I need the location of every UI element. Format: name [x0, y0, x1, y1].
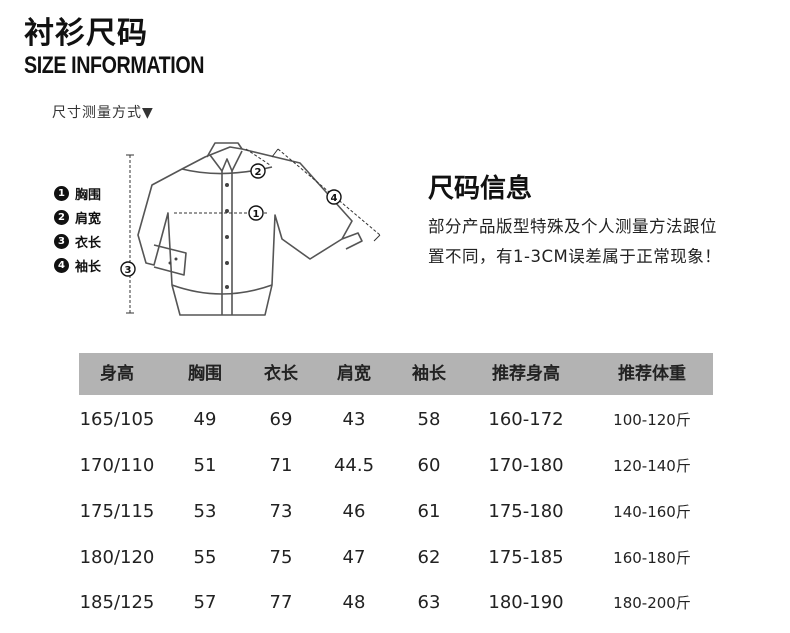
page-subtitle: SIZE INFORMATION — [24, 52, 205, 79]
cell-chest: 49 — [193, 409, 217, 430]
cell-rec-weight: 180-200斤 — [613, 594, 691, 612]
header-cell-shoulder: 肩宽 — [337, 364, 371, 384]
cell-chest: 55 — [193, 547, 217, 568]
cell-length: 77 — [269, 592, 293, 613]
cell-chest: 57 — [193, 592, 217, 613]
cell-rec-weight: 120-140斤 — [613, 457, 691, 475]
size-table-header: 身高 胸围 衣长 肩宽 袖长 推荐身高 推荐体重 — [79, 353, 713, 395]
cell-rec-weight: 100-120斤 — [613, 411, 691, 429]
marker-2-ring — [250, 163, 266, 179]
legend-label: 肩宽 — [75, 211, 102, 227]
legend-label: 胸围 — [75, 187, 102, 203]
cell-chest: 51 — [193, 455, 217, 476]
cell-shoulder: 46 — [342, 501, 366, 522]
legend-label: 袖长 — [75, 259, 102, 275]
measurement-method-label: 尺寸测量方式▼ — [52, 105, 154, 121]
shirt-outline — [137, 142, 363, 316]
marker-sleeve: 4 — [331, 193, 338, 204]
cell-rec-height: 175-180 — [488, 501, 564, 522]
marker-1-ring — [248, 205, 264, 221]
marker-4-ring — [326, 189, 342, 205]
legend-number-badge: 2 — [54, 209, 69, 225]
marker-length: 3 — [125, 265, 132, 276]
cell-sleeve: 60 — [417, 455, 441, 476]
cell-rec-height: 160-172 — [488, 409, 564, 430]
page-title: 衬衫尺码 — [24, 16, 148, 51]
diagram-markers: 3 1 2 4 — [120, 163, 342, 277]
cell-size: 165/105 — [79, 409, 155, 430]
cell-shoulder: 48 — [342, 592, 366, 613]
cell-size: 170/110 — [79, 455, 155, 476]
cell-shoulder: 44.5 — [333, 455, 375, 476]
cell-rec-weight: 160-180斤 — [613, 549, 691, 567]
table-row: 165/105 49 69 43 58 160-172 100-120斤 — [79, 405, 713, 435]
cell-sleeve: 58 — [417, 409, 441, 430]
cell-sleeve: 61 — [417, 501, 441, 522]
header-cell-sleeve: 袖长 — [412, 364, 446, 384]
measurement-legend: 1 胸围 2 肩宽 3 衣长 4 袖长 — [54, 181, 101, 277]
marker-shoulder: 2 — [255, 167, 262, 178]
cell-length: 73 — [269, 501, 293, 522]
table-row: 170/110 51 71 44.5 60 170-180 120-140斤 — [79, 451, 713, 481]
header-cell-rec-height: 推荐身高 — [492, 364, 560, 384]
table-row: 175/115 53 73 46 61 175-180 140-160斤 — [79, 497, 713, 527]
legend-item-chest: 1 胸围 — [54, 181, 101, 205]
cell-size: 185/125 — [79, 592, 155, 613]
table-row: 185/125 57 77 48 63 180-190 180-200斤 — [79, 588, 713, 618]
legend-number-badge: 4 — [54, 257, 69, 273]
marker-chest: 1 — [253, 209, 260, 220]
header-cell-length: 衣长 — [264, 364, 298, 384]
cell-sleeve: 62 — [417, 547, 441, 568]
cell-length: 69 — [269, 409, 293, 430]
shirt-buttons — [168, 183, 229, 289]
cell-size: 180/120 — [79, 547, 155, 568]
cell-size: 175/115 — [79, 501, 155, 522]
cell-rec-height: 175-185 — [488, 547, 564, 568]
legend-label: 衣长 — [75, 235, 102, 251]
cell-shoulder: 43 — [342, 409, 366, 430]
legend-item-shoulder: 2 肩宽 — [54, 205, 101, 229]
marker-3-ring — [120, 261, 136, 277]
legend-item-sleeve: 4 袖长 — [54, 253, 101, 277]
cell-rec-height: 180-190 — [488, 592, 564, 613]
legend-number-badge: 3 — [54, 233, 69, 249]
legend-number-badge: 1 — [54, 185, 69, 201]
header-cell-height: 身高 — [100, 364, 134, 384]
cell-rec-weight: 140-160斤 — [613, 503, 691, 521]
shirt-diagram: 3 1 2 4 — [120, 142, 381, 316]
size-info-line-2: 置不同，有1-3CM误差属于正常现象！ — [428, 247, 722, 266]
cell-length: 75 — [269, 547, 293, 568]
cell-shoulder: 47 — [342, 547, 366, 568]
size-info-note: 部分产品版型特殊及个人测量方法跟位 置不同，有1-3CM误差属于正常现象！ — [428, 212, 778, 272]
cell-chest: 53 — [193, 501, 217, 522]
size-info-title: 尺码信息 — [428, 174, 533, 204]
cell-length: 71 — [269, 455, 293, 476]
cell-rec-height: 170-180 — [488, 455, 564, 476]
legend-item-length: 3 衣长 — [54, 229, 101, 253]
size-info-line-1: 部分产品版型特殊及个人测量方法跟位 — [428, 217, 717, 236]
table-row: 180/120 55 75 47 62 175-185 160-180斤 — [79, 543, 713, 573]
header-cell-rec-weight: 推荐体重 — [618, 364, 686, 384]
header-cell-chest: 胸围 — [188, 364, 222, 384]
cell-sleeve: 63 — [417, 592, 441, 613]
